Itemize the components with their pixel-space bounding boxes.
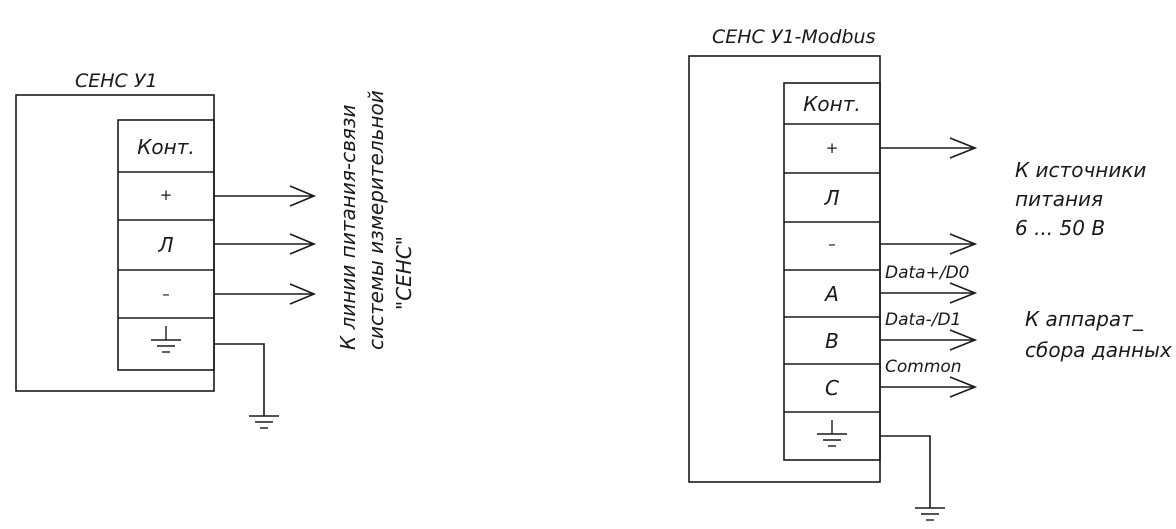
right-terminal-ground-icon [816,420,848,447]
left-note-line-2: системы измерительной [364,90,388,350]
right-terminal-plus: + [826,139,839,157]
wire-label-data-plus: Data+/D0 [885,263,969,283]
left-device: СЕНС У1 Конт. + Л – [15,70,416,429]
right-terminal-header: Конт. [803,92,861,116]
right-terminal-block: Конт. + Л – A B C [783,82,881,461]
power-note-line-3: 6 ... 50 В [1015,216,1105,240]
left-terminal-minus: – [162,285,170,303]
wire-label-data-minus: Data-/D1 [885,310,961,330]
right-ground-wire [880,435,946,521]
data-note-line-2: сбора данных [1025,338,1172,362]
left-earth-ground-icon [248,415,280,429]
left-wires [214,185,317,305]
right-terminal-a: A [823,282,839,306]
right-terminal-c: C [825,376,839,400]
right-terminal-minus: – [828,235,836,253]
left-note: К линии питания-связи системы измеритель… [336,90,416,350]
right-earth-ground-icon [914,507,946,521]
left-note-line-3: "СЕНС" [392,236,416,310]
power-note-line-2: питания [1015,187,1103,211]
right-wires [880,137,978,398]
right-terminal-b: B [825,329,839,353]
power-note-line-1: К источники [1015,158,1146,182]
left-terminal-block: Конт. + Л – [117,119,215,371]
right-terminal-line: Л [823,186,839,210]
data-note: К аппарат_ сбора данных [1025,307,1172,362]
wire-label-common: Common [885,357,962,377]
left-terminal-ground-icon [150,326,182,353]
left-note-line-1: К линии питания-связи [336,104,360,350]
left-terminal-header: Конт. [137,135,195,159]
power-note: К источники питания 6 ... 50 В [1015,158,1146,240]
data-note-line-1: К аппарат_ [1025,307,1144,331]
left-ground-wire [214,343,280,429]
right-device: СЕНС У1-Modbus Конт. + Л – A B C [688,26,1172,521]
left-terminal-line: Л [157,233,173,257]
right-device-title: СЕНС У1-Modbus [712,26,876,48]
left-terminal-plus: + [160,186,173,204]
left-device-title: СЕНС У1 [75,70,158,92]
